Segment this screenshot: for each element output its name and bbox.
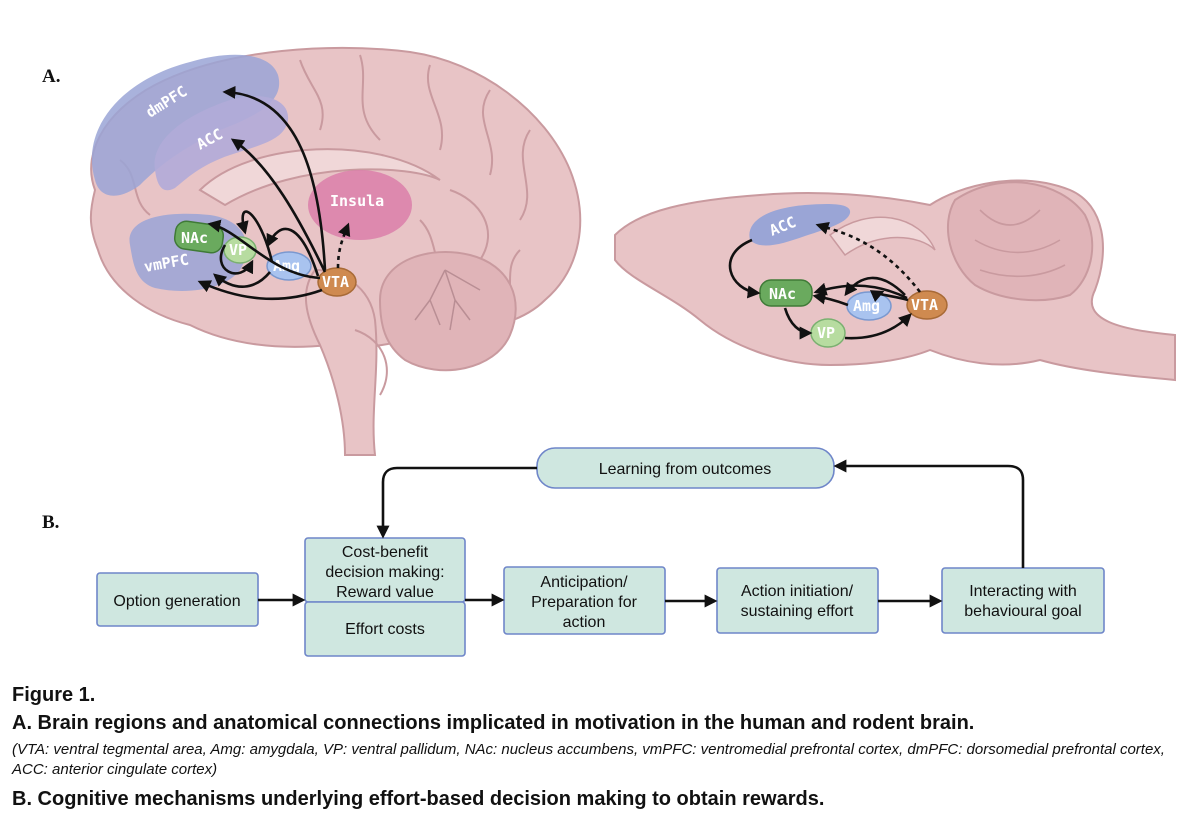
rodent-vp-label: VP <box>817 324 835 342</box>
human-connections <box>197 85 351 301</box>
arrow-r-nac-vp <box>783 307 813 340</box>
arrow-vta-insula <box>336 222 351 269</box>
learning-text: Learning from outcomes <box>599 461 772 478</box>
arrow-r-acc-nac <box>728 238 761 299</box>
flow-diagram: Learning from outcomes Option generation… <box>96 447 1105 657</box>
cost-benefit-line1: Cost-benefit <box>342 544 429 561</box>
arrow-vta-acc <box>230 138 327 273</box>
insula-label: Insula <box>330 192 384 210</box>
arrow-vta-dmpfc <box>222 85 327 271</box>
caption-a-abbreviations: (VTA: ventral tegmental area, Amg: amygd… <box>12 741 1165 778</box>
insula-region <box>308 170 412 240</box>
arrow-vta-nac <box>207 219 321 280</box>
arrow-r-vta-amg <box>869 290 909 303</box>
amg-node <box>266 251 312 281</box>
anticipation-line2: Preparation for <box>531 594 638 611</box>
rodent-connections <box>728 221 922 340</box>
pons-outline <box>354 329 388 396</box>
rodent-nac-label: NAc <box>769 285 796 303</box>
interacting-line2: behavioural goal <box>964 603 1081 620</box>
arrow-r-vta-amg-arc <box>844 276 906 297</box>
rodent-vta-label: VTA <box>911 296 938 314</box>
caption-a-title: A. Brain regions and anatomical connecti… <box>12 712 975 734</box>
arrow-vta-amg <box>266 227 320 277</box>
option-text: Option generation <box>113 593 240 610</box>
anticipation-line3: action <box>563 614 606 631</box>
panel-a-label: A. <box>42 66 60 87</box>
figure-canvas: A. dmPFC ACC Insu <box>42 46 1176 657</box>
arrow-r-amg-nac <box>812 291 849 307</box>
arrow-nac-vp <box>219 244 254 275</box>
action-node <box>716 567 879 634</box>
panel-b-label: B. <box>42 512 59 533</box>
effort-node <box>304 601 466 657</box>
rodent-acc-region <box>749 203 851 246</box>
rodent-regions: ACC NAc Amg VTA VP <box>749 203 948 348</box>
amg-label: Amg <box>273 257 300 275</box>
nac-label: NAc <box>181 229 208 247</box>
cost-benefit-line3: Reward value <box>336 584 434 601</box>
rodent-brain <box>614 179 1176 382</box>
action-line2: sustaining effort <box>741 603 854 620</box>
rodent-cerebrum <box>614 179 1176 382</box>
interacting-node <box>941 567 1105 634</box>
arrow-interacting-learning <box>833 459 1025 568</box>
rodent-callosum <box>828 216 936 257</box>
anticipation-line1: Anticipation/ <box>540 574 628 591</box>
effort-text: Effort costs <box>345 621 425 638</box>
arrow-vta-vmpfc <box>197 280 323 301</box>
arrow-amg-vmpfc <box>213 271 271 288</box>
vp-label: VP <box>229 241 247 259</box>
arrow-learning-costbenefit <box>376 466 537 539</box>
rodent-folia <box>974 209 1066 278</box>
human-cerebellum <box>378 251 517 372</box>
interacting-line1: Interacting with <box>969 583 1077 600</box>
human-brainstem <box>304 268 378 456</box>
vta-label: VTA <box>322 273 349 291</box>
action-line1: Action initiation/ <box>741 583 854 600</box>
human-regions: dmPFC ACC Insula vmPFC NAc VP Amg VTA <box>91 54 412 297</box>
caption-b-title: B. Cognitive mechanisms underlying effor… <box>12 788 825 810</box>
cost-benefit-line2: decision making: <box>325 564 444 581</box>
cerebellum-folia <box>414 269 481 331</box>
arrow-r-vp-vta <box>844 313 912 340</box>
rodent-amg-label: Amg <box>853 297 880 315</box>
arrow-amg-vp <box>236 210 274 263</box>
acc-region <box>154 96 289 191</box>
figure-caption-title: Figure 1. <box>12 684 96 706</box>
rodent-vta-node <box>906 290 948 320</box>
